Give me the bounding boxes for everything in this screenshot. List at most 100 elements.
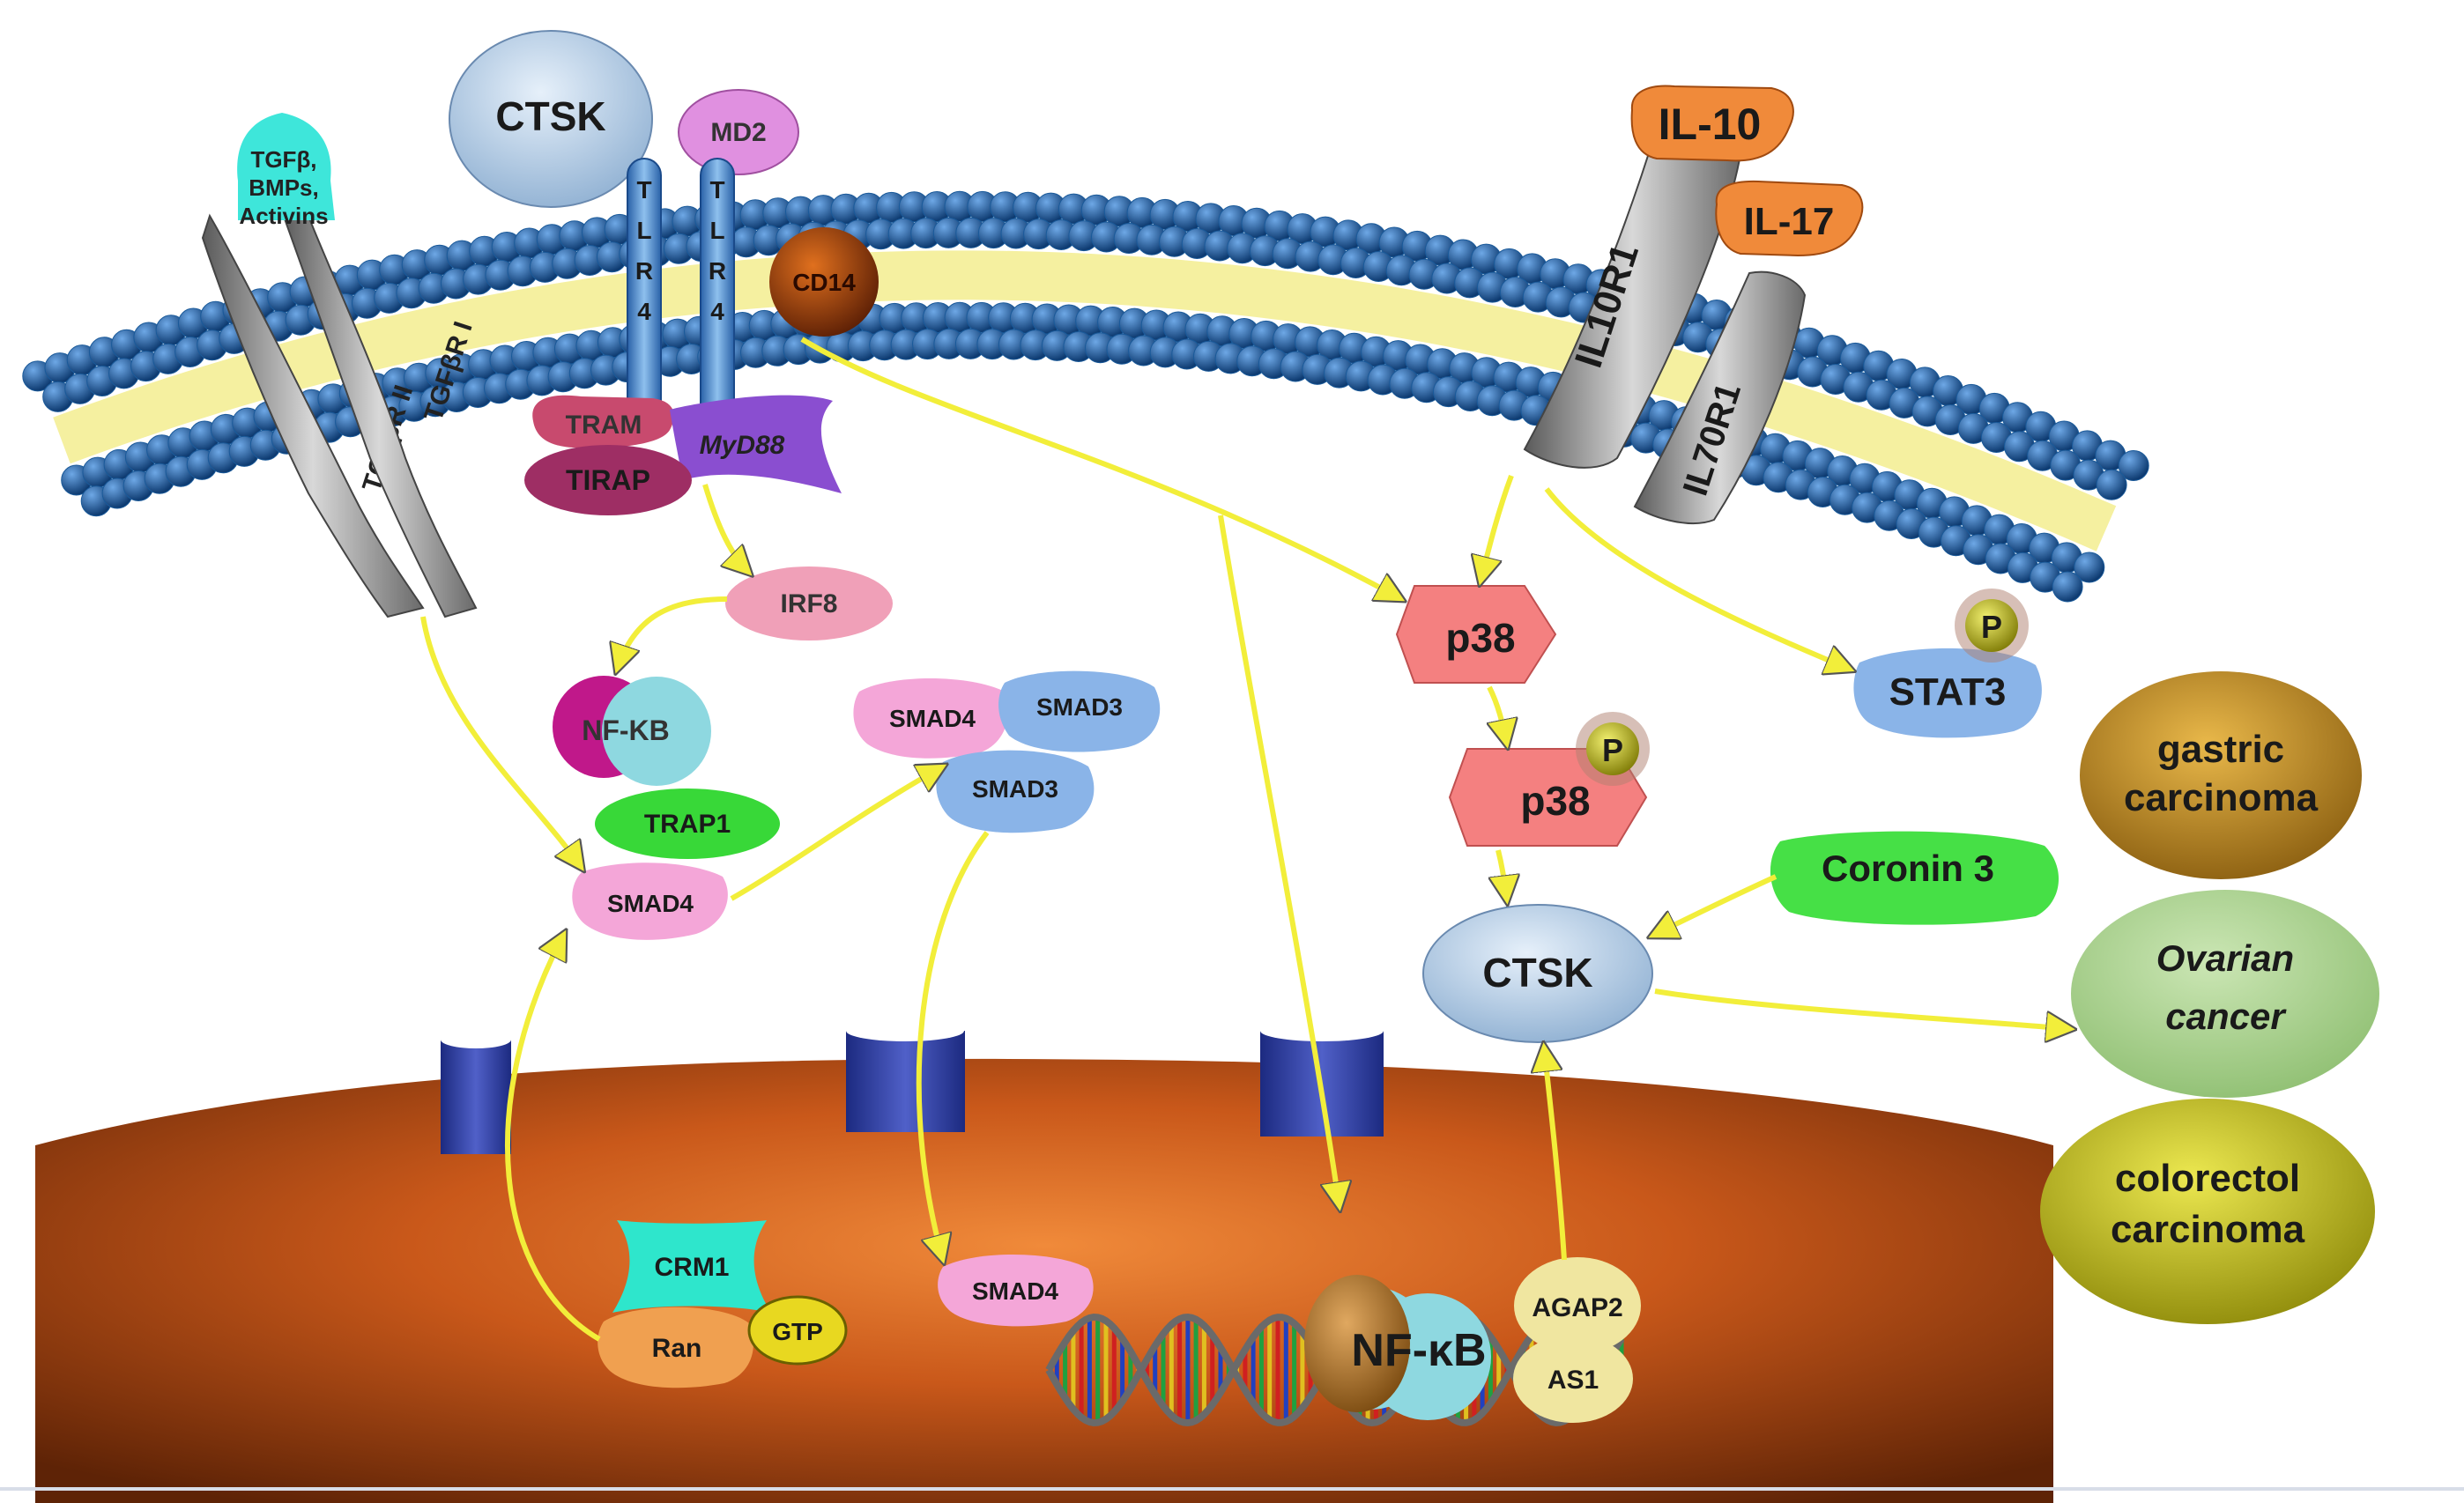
nfkb-nucleus-complex: NF-κB — [1304, 1275, 1491, 1420]
smad4-nuc-label: SMAD4 — [972, 1277, 1058, 1305]
colorectal-line2: carcinoma — [2111, 1208, 2305, 1251]
tlrA-letter-2: R — [635, 257, 653, 285]
stat3-protein: STAT3 P — [1853, 589, 2042, 738]
nuclear-pore-2 — [846, 1020, 965, 1132]
nfkb-nuc-label: NF-κB — [1351, 1325, 1486, 1376]
arrow-ctsk-to-diseases — [1654, 988, 2071, 1029]
gastric-line2: carcinoma — [2124, 776, 2319, 819]
ctsk-extracellular: CTSK — [449, 30, 653, 208]
stat3-phospho-label: P — [1981, 609, 2002, 645]
smad4-complex-label: SMAD4 — [889, 705, 976, 732]
myd88-label: MyD88 — [700, 431, 785, 460]
membrane-head — [2052, 571, 2083, 603]
irf8-protein: IRF8 — [725, 566, 893, 640]
arrow-il10r1-to-stat3 — [1544, 487, 1851, 670]
as1-label: AS1 — [1547, 1366, 1599, 1395]
p38-b-label: p38 — [1520, 778, 1590, 824]
membrane-lipid-tails — [53, 250, 2117, 552]
arrow-cd14-to-nfkb-nucleus — [1218, 515, 1340, 1207]
arrow-tgfbr-to-smad4 — [420, 616, 582, 868]
tlrB-letter-0: T — [709, 176, 724, 204]
ovarian-line1: Ovarian — [2156, 937, 2294, 979]
ctsk-mid-label: CTSK — [1482, 950, 1592, 996]
smad3-a-label: SMAD3 — [1036, 693, 1123, 721]
ctsk-cytoplasm: CTSK — [1422, 904, 1653, 1043]
tlrA-letter-1: L — [636, 217, 651, 244]
arrow-p38p-to-ctsk — [1498, 849, 1507, 900]
smad3-b-label: SMAD3 — [972, 775, 1058, 803]
gtp-molecule: GTP — [747, 1295, 848, 1366]
nuclear-pore-1 — [441, 1031, 511, 1154]
crm1-protein: CRM1 — [612, 1220, 771, 1313]
il10-cytokine: IL-10 — [1630, 85, 1794, 162]
tlrA-letter-3: 4 — [637, 298, 651, 325]
smad4-cytoplasm: SMAD4 — [572, 863, 728, 940]
tram-label: TRAM — [566, 411, 642, 440]
arrow-cd14-to-p38 — [800, 337, 1401, 599]
ran-label: Ran — [652, 1334, 702, 1363]
arrow-ran-to-smad4 — [505, 934, 601, 1342]
cd14-protein: CD14 — [769, 227, 879, 337]
coronin3-label: Coronin 3 — [1822, 848, 1994, 889]
tgf-ligand-line3: Activins — [239, 203, 328, 229]
gastric-line1: gastric — [2157, 728, 2284, 771]
agap2-as1-complex: AGAP2 AS1 — [1513, 1257, 1641, 1423]
p38-unphosphorylated: p38 — [1395, 585, 1557, 684]
ovarian-cancer: Ovarian cancer — [2071, 890, 2379, 1098]
gtp-label: GTP — [772, 1318, 823, 1345]
trap1-label: TRAP1 — [644, 810, 731, 839]
trap1-protein: TRAP1 — [595, 789, 780, 859]
p38-phospho-label: P — [1602, 732, 1623, 768]
tlrA-letter-0: T — [636, 176, 651, 204]
pathway-arrows — [420, 337, 2071, 1342]
tgf-ligand-line1: TGFβ, — [250, 146, 316, 173]
md2-protein: MD2 — [678, 89, 799, 175]
nfkb-cytoplasm-complex: NF-KB — [553, 676, 711, 786]
membrane-head — [2118, 450, 2149, 481]
colorectal-line1: colorectol — [2115, 1157, 2300, 1200]
smad4-nucleus: SMAD4 — [938, 1254, 1094, 1327]
tram-protein: TRAM — [532, 395, 674, 448]
md2-label: MD2 — [710, 118, 766, 147]
crm1-label: CRM1 — [654, 1253, 729, 1282]
tlrB-letter-3: 4 — [710, 298, 724, 325]
arrow-irf8-to-nfkb — [617, 596, 728, 670]
gastric-carcinoma: gastric carcinoma — [2080, 671, 2362, 879]
membrane-head — [2074, 552, 2105, 583]
tgf-ligand: TGFβ, BMPs, Activins — [237, 113, 335, 229]
arrow-coronin3-to-ctsk — [1652, 874, 1777, 936]
tlr4-receptor-a: TLR 4 — [627, 158, 662, 424]
cd14-label: CD14 — [792, 269, 856, 296]
tirap-protein: TIRAP — [524, 445, 692, 515]
smad4-cyto-label: SMAD4 — [607, 890, 694, 917]
ctsk-top-label: CTSK — [495, 93, 605, 139]
ran-protein: Ran — [597, 1307, 753, 1388]
smad-complex: SMAD4 SMAD3 SMAD3 — [853, 670, 1161, 833]
arrow-il10r1-to-p38 — [1481, 474, 1514, 581]
tlrB-letter-2: R — [709, 257, 726, 285]
il17-cytokine: IL-17 — [1715, 180, 1864, 257]
colorectal-carcinoma: colorectol carcinoma — [2040, 1099, 2375, 1324]
il10-label: IL-10 — [1659, 100, 1762, 149]
p38-phosphorylated: p38 P — [1448, 712, 1650, 847]
myd88-protein: MyD88 — [670, 395, 842, 493]
cell-membrane — [22, 190, 2149, 603]
agap2-label: AGAP2 — [1532, 1293, 1622, 1322]
arrow-smad4-to-smad-complex — [730, 766, 943, 901]
il17-label: IL-17 — [1744, 200, 1835, 243]
irf8-label: IRF8 — [780, 589, 837, 618]
arrow-smad3-to-nucleus — [916, 831, 990, 1260]
stat3-label: STAT3 — [1889, 670, 2007, 714]
coronin3-protein: Coronin 3 — [1770, 831, 2060, 925]
ovarian-line2: cancer — [2165, 996, 2287, 1037]
tgf-ligand-line2: BMPs, — [249, 174, 318, 201]
arrow-myd88-to-irf8 — [702, 484, 749, 573]
arrow-p38-to-p38p — [1489, 685, 1507, 744]
membrane-head — [2096, 469, 2127, 500]
p38-a-label: p38 — [1445, 615, 1515, 661]
tlrB-letter-1: L — [709, 217, 724, 244]
tirap-label: TIRAP — [566, 464, 650, 496]
arrow-agap2-to-ctsk — [1544, 1047, 1567, 1261]
